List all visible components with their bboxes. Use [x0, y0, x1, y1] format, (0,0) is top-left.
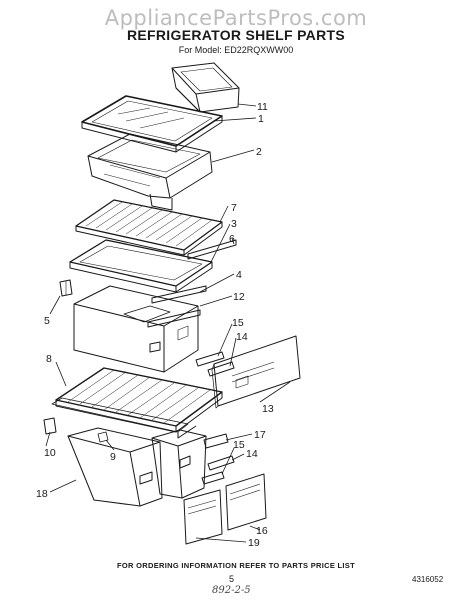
- callout-18: 18: [36, 488, 48, 500]
- callout-8: 8: [46, 353, 52, 365]
- callout-19: 19: [248, 537, 260, 549]
- callout-15-upper: 15: [232, 317, 244, 329]
- lower-shelf-frame[interactable]: [51, 397, 197, 439]
- callout-6: 6: [229, 233, 235, 245]
- part-16-drawer-front-right[interactable]: [225, 473, 267, 531]
- callout-14-upper: 14: [236, 331, 248, 343]
- part-15-slide-upper[interactable]: [195, 351, 225, 367]
- part-14-slide-lower[interactable]: [207, 455, 235, 471]
- callout-numbers: 11 1 2 7 3 6 4 12 5 15 14 8 13 10 9 17 1…: [36, 101, 274, 549]
- part-10-support[interactable]: [43, 417, 57, 435]
- part-17-bracket[interactable]: [203, 433, 229, 449]
- part-7-shelf-insert[interactable]: [75, 199, 223, 256]
- part-12-pan[interactable]: [73, 285, 199, 373]
- part-3-shelf-frame[interactable]: [69, 239, 213, 293]
- callout-13: 13: [262, 403, 274, 415]
- callout-12: 12: [233, 291, 245, 303]
- callout-4: 4: [236, 269, 242, 281]
- callout-14-lower: 14: [246, 448, 258, 460]
- page-number: 5: [229, 574, 235, 584]
- part-2-shelf-frame[interactable]: [87, 133, 213, 211]
- callout-17: 17: [254, 429, 266, 441]
- part-9-crisper-right[interactable]: [151, 429, 207, 499]
- part-13-drawer-front[interactable]: [211, 335, 301, 409]
- part-15-slide-lower[interactable]: [201, 471, 225, 485]
- document-number: 4316052: [412, 575, 444, 584]
- model-subtitle: For Model: ED22RQXWW00: [178, 45, 294, 55]
- part-4-rail[interactable]: [147, 285, 207, 328]
- callout-7: 7: [231, 202, 237, 214]
- part-8-lower-shelf[interactable]: [55, 367, 223, 433]
- part-1-glass-shelf[interactable]: [81, 95, 223, 153]
- callout-10: 10: [44, 447, 56, 459]
- leader-lines: [45, 103, 291, 543]
- part-11-bin[interactable]: [171, 62, 240, 113]
- watermark: AppliancePartsPros.com: [104, 6, 368, 30]
- callout-1: 1: [258, 113, 264, 125]
- callout-2: 2: [256, 146, 262, 158]
- callout-3: 3: [231, 218, 237, 230]
- part-5-support[interactable]: [59, 279, 73, 297]
- callout-15-lower: 15: [233, 439, 245, 451]
- ordering-note: FOR ORDERING INFORMATION REFER TO PARTS …: [117, 561, 355, 570]
- callout-5: 5: [44, 315, 50, 327]
- callout-11: 11: [257, 101, 268, 113]
- part-14-slide-upper[interactable]: [207, 361, 235, 377]
- part-19-drawer-front-left[interactable]: [183, 489, 223, 545]
- part-18-crisper-left[interactable]: [67, 427, 163, 507]
- callout-9: 9: [110, 451, 116, 463]
- callout-16: 16: [256, 525, 268, 537]
- handwritten-note: 892-2-5: [212, 585, 251, 596]
- page-title: REFRIGERATOR SHELF PARTS: [127, 27, 345, 43]
